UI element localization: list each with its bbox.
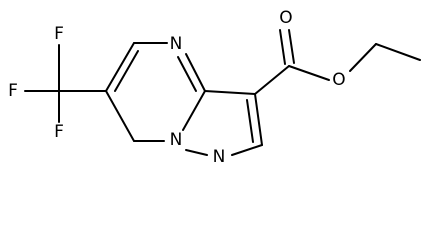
bond-c3a-c3 <box>204 90 256 95</box>
bond-carbonyl-o-double-2 <box>288 29 295 64</box>
bond-n4-c3a-inner <box>177 56 197 92</box>
fluorine-label-left: F <box>8 81 18 101</box>
bond-n4-c3a <box>185 53 206 92</box>
bonds <box>24 29 421 156</box>
bond-c3-c2 <box>254 93 263 146</box>
chemical-structure: F F F N N N O O <box>8 8 421 167</box>
oxygen-label-ester: O <box>332 70 345 90</box>
bond-c3-c2-inner <box>246 99 254 143</box>
bond-c6-c5 <box>105 42 135 92</box>
nitrogen-label-ring-top: N <box>170 34 183 54</box>
bond-o-ch2 <box>349 43 377 72</box>
bond-c2-n1 <box>231 144 263 156</box>
bond-carbonyl-o-double-1 <box>279 29 286 65</box>
bond-carbonyl-o-ester <box>288 65 330 81</box>
atom-labels: F F F N N N O O <box>8 8 346 167</box>
fluorine-label-bottom: F <box>54 122 64 142</box>
bond-n1-n8 <box>185 149 208 156</box>
bond-c3a-n8 <box>182 90 206 131</box>
bond-c7-c6 <box>105 90 135 142</box>
nitrogen-label-bridgehead: N <box>170 130 183 150</box>
bond-c6-c5-inner <box>114 50 139 92</box>
oxygen-label-carbonyl: O <box>279 8 292 28</box>
nitrogen-label-pyrazole: N <box>213 147 226 167</box>
bond-c3-carbonyl <box>254 65 290 95</box>
fluorine-label-top: F <box>54 24 64 44</box>
bond-ch2-ch3 <box>375 43 421 61</box>
